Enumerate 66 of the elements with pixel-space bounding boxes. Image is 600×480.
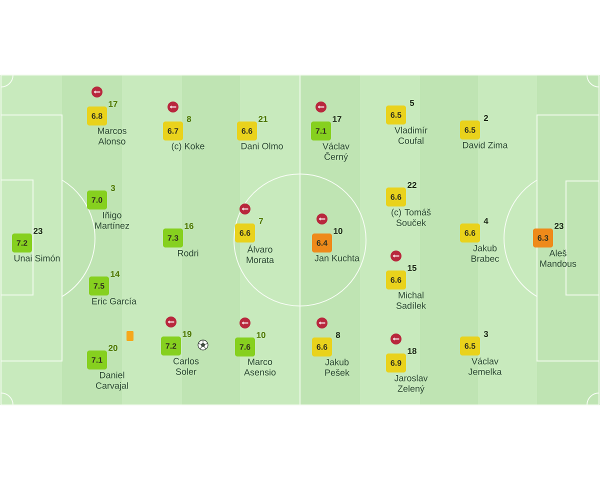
rating-badge: 6.6 xyxy=(460,224,480,242)
player-name: Iñigo Martínez xyxy=(95,212,130,229)
shirt-number: 21 xyxy=(258,116,268,122)
rating-badge: 7.2 xyxy=(12,234,32,252)
player-name: Daniel Carvajal xyxy=(96,372,128,391)
shirt-number: 17 xyxy=(332,116,342,122)
shirt-number: 10 xyxy=(334,228,342,234)
rating-badge: 6.8 xyxy=(87,106,107,126)
shirt-number: 23 xyxy=(554,223,564,230)
shirt-number: 8 xyxy=(186,116,192,122)
player-name: (c) Koke xyxy=(172,142,204,152)
rating-badge: 6.5 xyxy=(460,336,480,356)
rating-badge: 7.3 xyxy=(163,228,183,248)
rating-badge: 6.7 xyxy=(163,122,183,140)
player-name: Álvaro Morata xyxy=(246,244,274,264)
player-name: Carlos Soler xyxy=(173,358,199,375)
shirt-number: 3 xyxy=(484,331,488,338)
player-name: Jakub Brabec xyxy=(471,244,500,262)
shirt-number: 14 xyxy=(110,271,120,277)
rating-badge: 6.9 xyxy=(386,354,406,372)
rating-badge: 7.6 xyxy=(235,338,255,356)
shirt-number: 20 xyxy=(108,345,118,351)
shirt-number: 22 xyxy=(408,182,416,188)
rating-badge: 6.5 xyxy=(460,120,480,140)
player-name: Unai Simón xyxy=(14,254,60,262)
player-name: Jaroslav Zelený xyxy=(394,374,428,394)
rating-badge: 6.3 xyxy=(533,228,553,248)
rating-badge: 6.6 xyxy=(386,188,406,206)
rating-badge: 7.0 xyxy=(87,190,107,210)
shirt-number: 5 xyxy=(410,100,414,106)
player-name: Vladimír Coufal xyxy=(394,126,428,144)
player-name: Jakub Pešek xyxy=(325,358,350,376)
rating-badge: 7.1 xyxy=(87,350,107,370)
player-name: (c) Tomáš Souček xyxy=(392,208,431,226)
rating-badge: 6.4 xyxy=(312,234,332,252)
player-name: Michal Sadílek xyxy=(396,292,426,309)
rating-badge: 7.1 xyxy=(311,122,331,140)
player-name: Aleš Mandous xyxy=(540,250,576,267)
player-name: Jan Kuchta xyxy=(314,254,360,262)
shirt-number: 23 xyxy=(34,228,42,234)
shirt-number: 4 xyxy=(484,218,488,224)
shirt-number: 7 xyxy=(259,218,263,224)
shirt-number: 17 xyxy=(108,101,118,107)
shirt-number: 16 xyxy=(184,223,194,229)
player-name: David Zima xyxy=(462,142,508,148)
player-name: Václav Jemelka xyxy=(468,358,502,375)
rating-badge: 6.5 xyxy=(386,106,406,124)
shirt-number: 10 xyxy=(256,332,266,338)
player-name: Rodri xyxy=(178,250,198,256)
shirt-number: 3 xyxy=(110,185,116,191)
player-name: Dani Olmo xyxy=(241,142,283,150)
rating-badge: 6.6 xyxy=(312,338,332,356)
player-name: Eric García xyxy=(92,298,136,304)
rating-badge: 7.2 xyxy=(161,336,181,356)
rating-badge: 6.6 xyxy=(386,270,406,290)
shirt-number: 19 xyxy=(182,331,192,337)
player-name: Marcos Alonso xyxy=(98,128,126,144)
rating-badge: 6.6 xyxy=(235,224,255,242)
rating-badge: 7.5 xyxy=(89,276,109,296)
player-name: Marco Asensio xyxy=(244,358,276,376)
shirt-number: 8 xyxy=(336,332,340,338)
shirt-number: 15 xyxy=(408,265,416,271)
shirt-number: 2 xyxy=(484,115,488,121)
rating-badge: 6.6 xyxy=(237,122,257,140)
player-name: Václav Černý xyxy=(322,142,350,162)
shirt-number: 18 xyxy=(408,348,416,354)
